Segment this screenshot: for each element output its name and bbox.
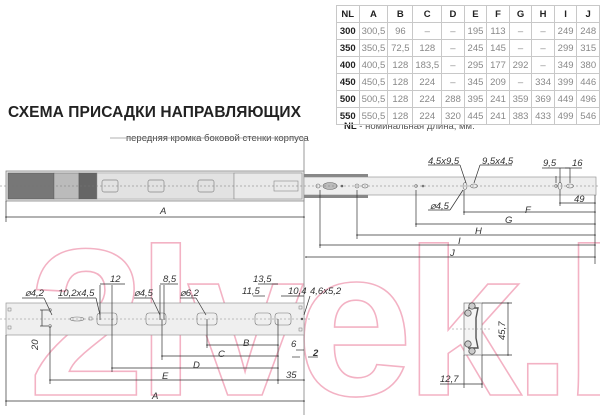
profile-cross-section [452, 302, 490, 356]
front-edge-label: передняя кромка боковой стенки корпуса [126, 133, 309, 144]
svg-text:11,5: 11,5 [242, 286, 261, 297]
svg-text:13,5: 13,5 [253, 274, 272, 285]
svg-text:F: F [525, 205, 532, 216]
svg-text:H: H [475, 226, 482, 237]
svg-text:⌀6,2: ⌀6,2 [180, 288, 200, 299]
svg-text:G: G [505, 215, 512, 226]
svg-text:D: D [193, 360, 200, 371]
svg-text:12: 12 [110, 274, 121, 285]
svg-text:⌀4,5: ⌀4,5 [134, 288, 154, 299]
svg-text:A: A [151, 391, 158, 402]
svg-text:9,5: 9,5 [543, 158, 557, 169]
svg-text:I: I [458, 236, 461, 247]
cabinet-rail-view [0, 302, 310, 336]
svg-text:16: 16 [572, 158, 583, 169]
svg-text:4,5x9,5: 4,5x9,5 [428, 156, 460, 167]
svg-text:4,6x5,2: 4,6x5,2 [310, 286, 342, 297]
svg-text:10,4: 10,4 [288, 286, 307, 297]
svg-text:6: 6 [291, 339, 297, 350]
svg-text:20: 20 [30, 339, 41, 351]
slide-top-view [0, 170, 600, 202]
svg-text:⌀4,2: ⌀4,2 [25, 288, 45, 299]
nl-note: NL - номинальная длина, мм. [344, 121, 475, 132]
svg-text:A: A [159, 206, 166, 217]
svg-text:35: 35 [286, 370, 297, 381]
svg-text:⌀4,5: ⌀4,5 [430, 201, 450, 212]
svg-text:49: 49 [574, 194, 585, 205]
svg-text:B: B [243, 338, 250, 349]
svg-text:8,5: 8,5 [163, 274, 177, 285]
svg-text:9,5x4,5: 9,5x4,5 [482, 156, 514, 167]
svg-text:12,7: 12,7 [440, 374, 459, 385]
svg-text:45,7: 45,7 [497, 321, 508, 340]
svg-text:10,2x4,5: 10,2x4,5 [58, 288, 95, 299]
page-title: СХЕМА ПРИСАДКИ НАПРАВЛЯЮЩИХ [8, 104, 302, 121]
svg-text:C: C [218, 349, 225, 360]
svg-text:E: E [162, 371, 169, 382]
svg-text:2: 2 [312, 348, 319, 359]
svg-text:J: J [449, 248, 455, 259]
